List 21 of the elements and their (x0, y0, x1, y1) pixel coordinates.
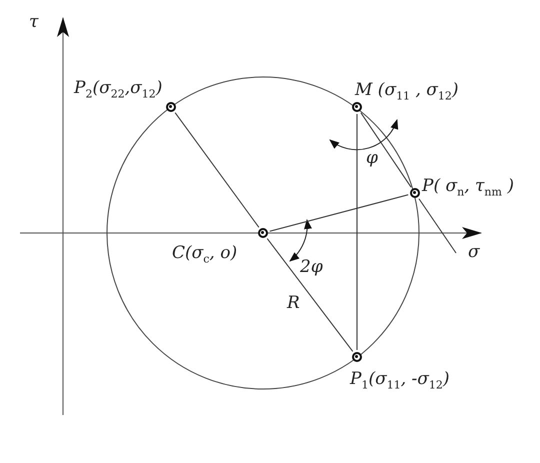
axis-label: τ (29, 14, 38, 31)
point-label: P$_{1}$(σ$_{11}$, -σ$_{12}$) (350, 371, 450, 390)
point-label: P( σ$_{n}$, τ$_{nm}$ ) (422, 178, 514, 198)
point-label: M (σ$_{11}$ , σ$_{12}$) (355, 82, 459, 102)
point-marker (166, 102, 176, 112)
angle-label: 2φ (300, 259, 323, 276)
line-segment (269, 194, 409, 232)
point-label: C(σ$_{c}$, o) (172, 245, 238, 264)
point-marker (352, 102, 362, 112)
point-label: P$_{2}$(σ$_{22}$,σ$_{12}$) (74, 80, 162, 100)
line-segment (174, 112, 260, 228)
axis-label: σ (468, 244, 480, 261)
point-marker (258, 228, 268, 238)
line-segment (360, 112, 412, 188)
angle-label: φ (366, 150, 378, 167)
line-segment (418, 198, 456, 254)
line-segment (356, 114, 358, 350)
radius-label: R (287, 295, 300, 312)
point-marker (352, 352, 362, 362)
point-marker (410, 188, 420, 198)
line-segment (266, 238, 354, 352)
